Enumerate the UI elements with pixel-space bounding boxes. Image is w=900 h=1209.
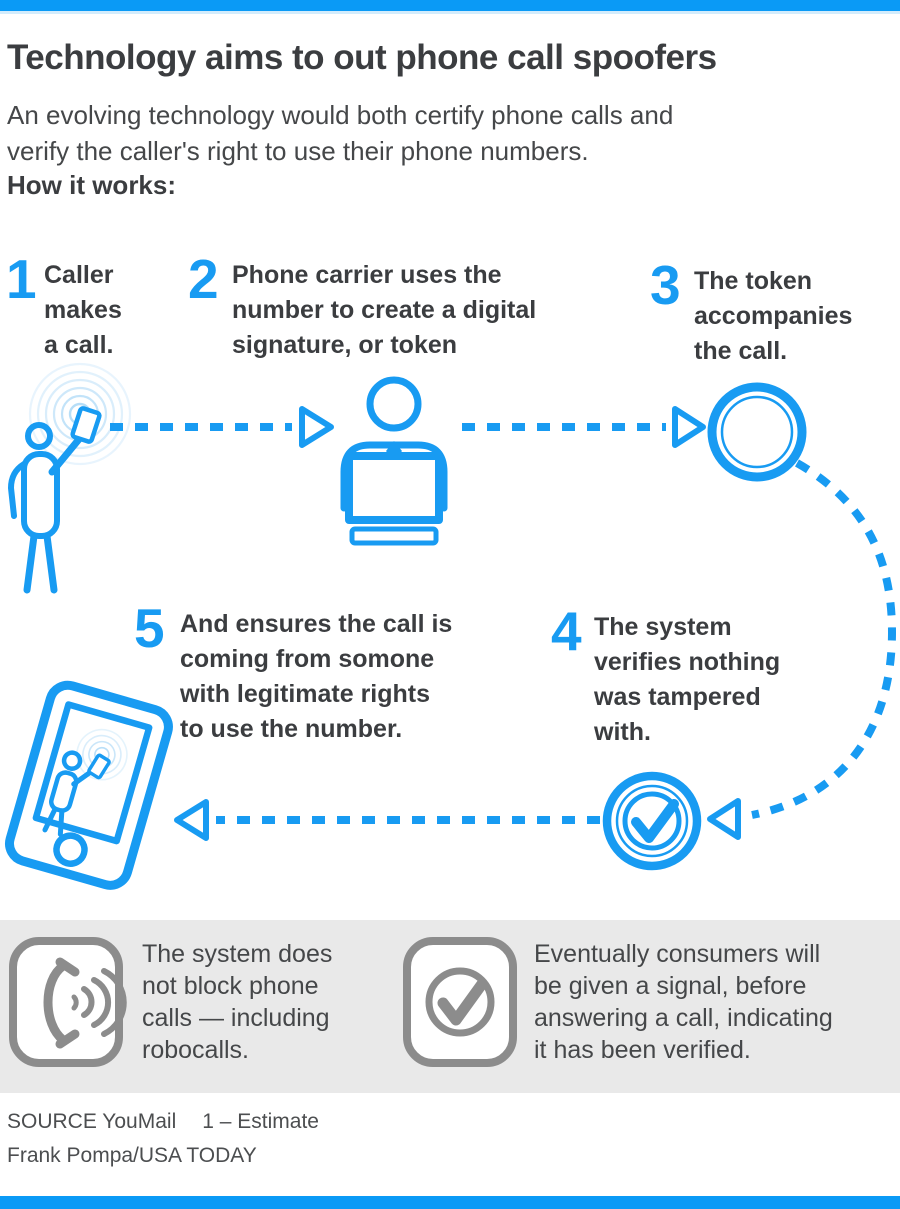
step-3-number: 3	[650, 254, 681, 316]
arrowhead-3-icon	[707, 798, 741, 840]
credit-line: Frank Pompa/USA TODAY	[7, 1144, 257, 1167]
subtitle: An evolving technology would both certif…	[7, 100, 674, 166]
step-2-number: 2	[188, 248, 219, 310]
carrier-agent-computer-icon	[340, 376, 448, 546]
verified-badge-check-icon	[602, 771, 702, 871]
phone-handset-waves-icon	[9, 937, 127, 1067]
step-5-number: 5	[134, 597, 165, 659]
step-4-text: The system verifies nothing was tampered…	[594, 613, 781, 746]
check-circle-icon	[403, 937, 517, 1067]
step-3-text: The token accompanies the call.	[694, 267, 853, 365]
token-circle-icon	[707, 382, 807, 482]
arrowhead-2-icon	[672, 406, 706, 448]
arrowhead-4-icon	[174, 799, 209, 841]
curved-dashed-path	[751, 459, 896, 819]
source-line: SOURCE YouMail 1 – Estimate	[7, 1110, 319, 1134]
estimate-note: 1 – Estimate	[202, 1110, 319, 1133]
page-title: Technology aims to out phone call spoofe…	[7, 38, 717, 77]
note-1-text: The system does not block phone calls — …	[142, 940, 333, 1064]
note-2-text: Eventually consumers will be given a sig…	[534, 940, 833, 1064]
source-label: SOURCE YouMail	[7, 1110, 177, 1133]
top-accent-bar	[0, 0, 900, 14]
smartphone-receiving-icon	[5, 680, 173, 890]
step-2-text: Phone carrier uses the number to create …	[232, 261, 537, 359]
step-4-number: 4	[551, 600, 582, 662]
step-5-text: And ensures the call is coming from somo…	[180, 610, 453, 743]
caller-with-phone-icon	[8, 406, 102, 594]
how-it-works-label: How it works:	[7, 170, 177, 200]
arrowhead-1-icon	[299, 406, 334, 448]
bottom-accent-bar	[0, 1196, 900, 1209]
step-1-number: 1	[6, 248, 37, 310]
step-1-text: Caller makes a call.	[44, 261, 122, 359]
mini-caller-icon	[42, 728, 128, 837]
